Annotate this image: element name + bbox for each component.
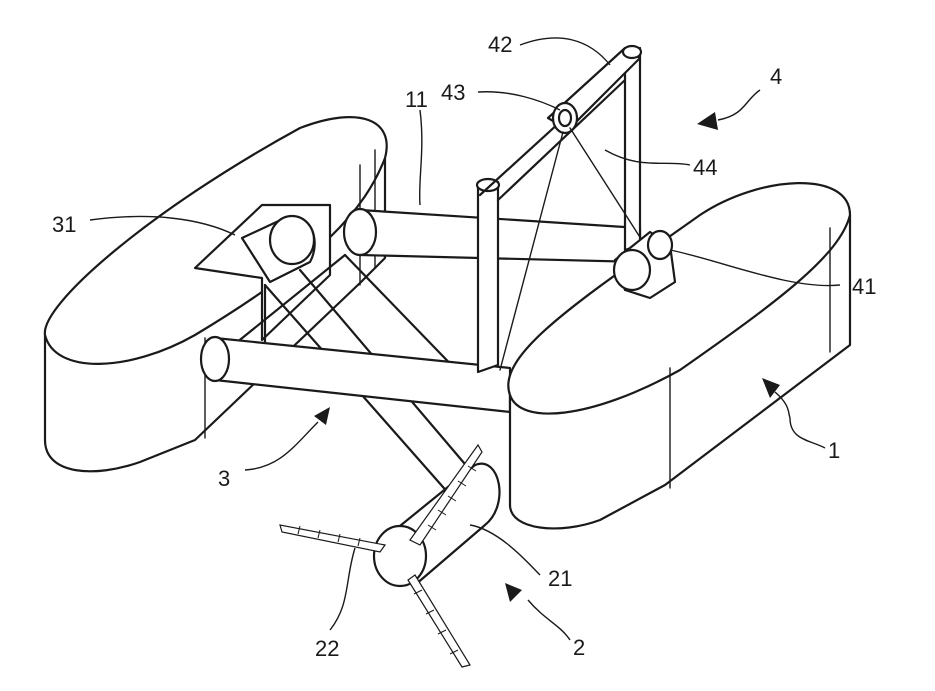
label-44: 44 <box>693 155 717 180</box>
label-3: 3 <box>218 466 230 491</box>
label-21: 21 <box>548 566 572 591</box>
label-41: 41 <box>852 274 876 299</box>
left-float <box>45 117 387 471</box>
front-crossbar <box>201 337 510 412</box>
label-4: 4 <box>770 64 782 89</box>
label-11: 11 <box>405 87 428 112</box>
label-22: 22 <box>315 636 339 661</box>
label-31: 31 <box>52 212 76 237</box>
label-43: 43 <box>441 80 465 105</box>
label-1: 1 <box>828 438 840 463</box>
turbine-2 <box>280 445 499 667</box>
label-2: 2 <box>573 635 585 660</box>
label-42: 42 <box>488 32 512 57</box>
